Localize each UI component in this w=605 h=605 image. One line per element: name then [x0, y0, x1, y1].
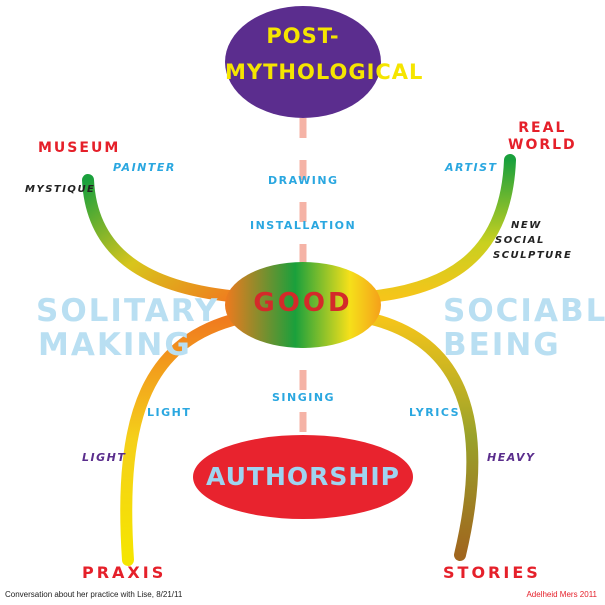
branch-heavy: HEAVY — [487, 451, 536, 464]
world-line: WORLD — [508, 137, 577, 153]
branch-new-social-sculpture: NEW SOCIAL SCULPTURE — [493, 218, 572, 263]
branch-upper-right — [362, 154, 516, 303]
bottom-node-label: AUTHORSHIP — [206, 462, 400, 491]
solitary-line: SOLITARY — [36, 293, 220, 329]
branch-upper-left — [82, 174, 246, 303]
branch-lower-left — [120, 312, 246, 566]
nss-line3: SCULPTURE — [493, 250, 573, 261]
branch-lyrics: LYRICS — [409, 406, 461, 419]
branch-lower-right — [362, 312, 479, 561]
branch-artist: ARTIST — [445, 161, 498, 174]
sociable-line: SOCIABLE — [443, 293, 605, 329]
axis-drawing: DRAWING — [268, 174, 339, 187]
being-line: BEING — [443, 327, 561, 363]
making-line: MAKING — [38, 327, 192, 363]
corner-real-world: REAL WORLD — [508, 120, 577, 154]
nss-line2: SOCIAL — [495, 235, 545, 246]
side-sociable-being: SOCIABLE BEING — [443, 294, 605, 362]
branch-painter: PAINTER — [113, 161, 176, 174]
center-node-ellipse — [225, 262, 381, 348]
footer-caption: Conversation about her practice with Lis… — [5, 590, 183, 599]
side-solitary-making: SOLITARY MAKING — [36, 294, 219, 362]
corner-stories: STORIES — [443, 563, 541, 582]
corner-praxis: PRAXIS — [82, 563, 167, 582]
top-node-line2: MYTHOLOGICAL — [225, 60, 424, 84]
axis-installation: INSTALLATION — [250, 219, 357, 232]
axis-singing: SINGING — [272, 391, 336, 404]
branch-light-upper: LIGHT — [147, 406, 192, 419]
footer-credit: Adelheid Mers 2011 — [526, 590, 597, 599]
bottom-node-ellipse — [193, 435, 413, 519]
nss-line1: NEW — [511, 220, 542, 231]
center-node-label: GOOD — [253, 288, 353, 318]
corner-museum: MUSEUM — [38, 140, 121, 156]
top-node-ellipse — [225, 6, 381, 118]
real-line: REAL — [518, 120, 567, 136]
top-node-label: POST- MYTHOLOGICAL — [225, 18, 424, 90]
top-node-line1: POST- — [266, 24, 340, 48]
branch-mystique: MYSTIQUE — [25, 184, 96, 195]
branch-light-lower: LIGHT — [82, 451, 127, 464]
